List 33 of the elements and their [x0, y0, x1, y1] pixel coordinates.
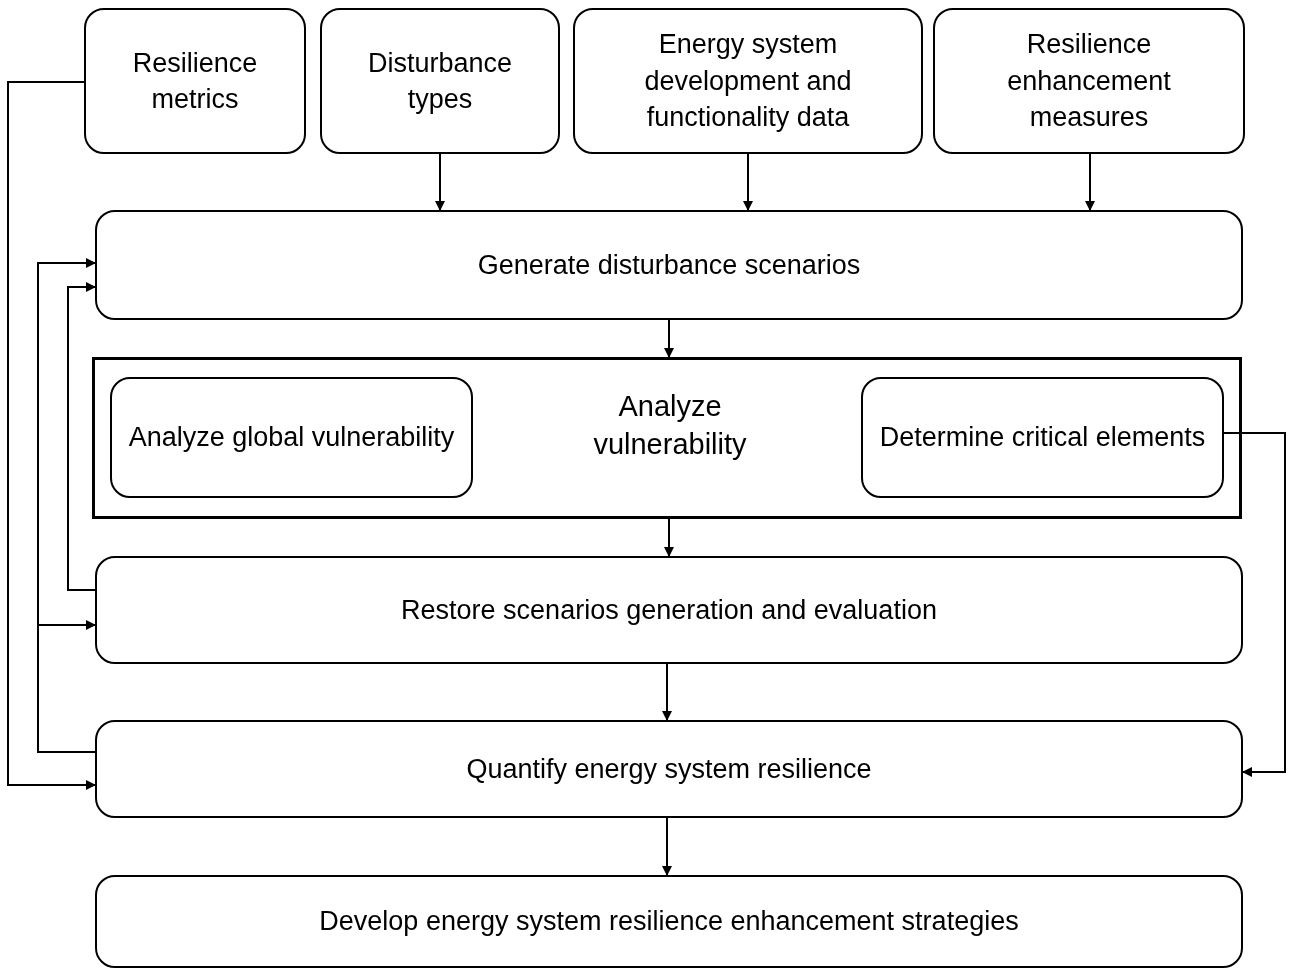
arrow: [67, 282, 96, 591]
group-box: [92, 357, 1242, 519]
node-text: Resilience enhancement measures: [1006, 28, 1172, 135]
arrow: [1085, 153, 1095, 211]
arrow: [7, 81, 96, 790]
node-text: Develop energy system resilience enhancement strategies: [318, 905, 1020, 939]
arrow: [664, 319, 674, 358]
process-box: [95, 875, 1243, 968]
node-text: Quantify energy system resilience: [465, 752, 873, 786]
process-box: [320, 8, 560, 154]
node-text: Generate disturbance scenarios: [476, 248, 862, 282]
arrow: [37, 620, 96, 753]
arrow: [435, 153, 445, 211]
node-text: Energy system development and functionality data: [643, 28, 853, 135]
arrow: [1223, 432, 1286, 777]
process-box: [95, 210, 1243, 320]
process-box: [573, 8, 923, 154]
arrow: [664, 518, 674, 557]
node-text: Disturbance types: [366, 46, 514, 116]
process-box: [861, 377, 1224, 498]
group-title: Analyze vulnerability: [592, 389, 748, 462]
node-text: Resilience metrics: [131, 46, 259, 116]
process-box: [95, 720, 1243, 818]
arrow: [662, 663, 672, 721]
process-box: [95, 556, 1243, 664]
arrow: [743, 153, 753, 211]
node-text: Restore scenarios generation and evaluation: [400, 593, 938, 627]
node-text: Analyze global vulnerability: [127, 421, 456, 455]
process-box: [110, 377, 473, 498]
arrow: [662, 817, 672, 876]
process-box: [84, 8, 306, 154]
process-box: [933, 8, 1245, 154]
node-text: Determine critical elements: [878, 421, 1207, 455]
